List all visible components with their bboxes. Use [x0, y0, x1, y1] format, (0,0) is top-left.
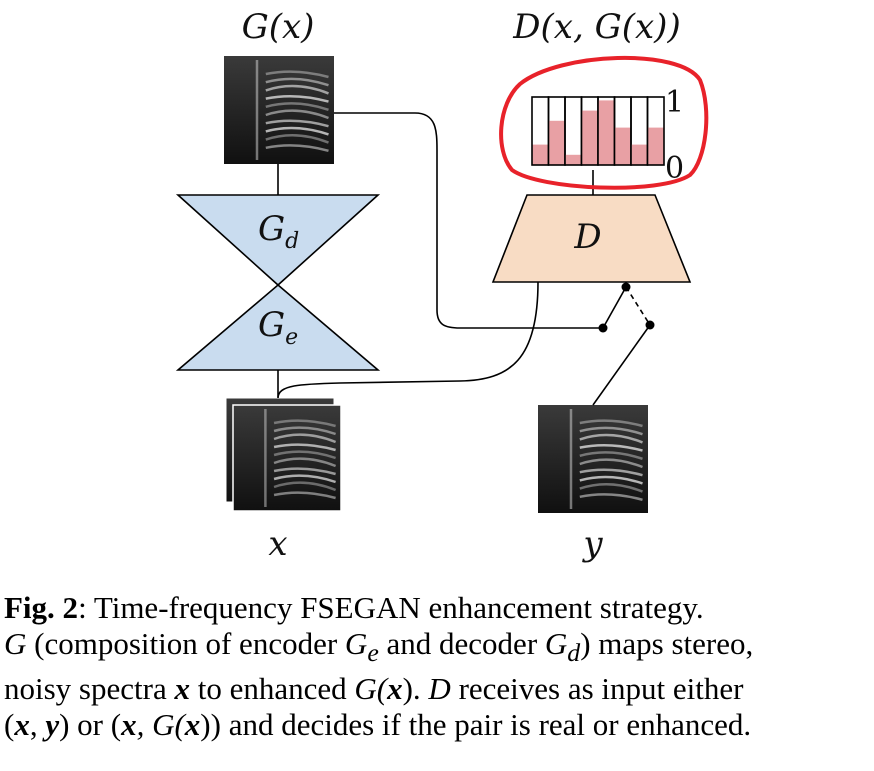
x-input-wire: [277, 281, 539, 399]
output-bar-frame: [646, 96, 665, 166]
caption-line-2: G (composition of encoder Ge and decoder…: [4, 626, 754, 668]
noisy-spectrograms: [225, 397, 342, 512]
fsegan-diagram: G(x) D(x, G(x)) Gd Ge x y D 1 0: [175, 7, 709, 564]
figure-caption: Fig. 2: Time-frequency FSEGAN enhancemen…: [0, 590, 874, 743]
g-output-wire: [334, 112, 603, 329]
caption-line-3: noisy spectra x to enhanced G(x). D rece…: [4, 671, 744, 707]
ge-label: Ge: [258, 305, 298, 350]
y-label: y: [581, 524, 603, 564]
clean-spectrogram: [538, 405, 648, 513]
caption-line-1: Fig. 2: Time-frequency FSEGAN enhancemen…: [4, 590, 704, 625]
output-bar-fill: [631, 144, 648, 165]
x-label: x: [268, 524, 287, 564]
switch-node-right: [645, 320, 655, 330]
switch-node-left: [598, 323, 608, 333]
g-output-label: G(x): [242, 7, 315, 47]
scale-top-label: 1: [665, 85, 684, 120]
output-bar-fill: [532, 144, 549, 165]
output-bar-fill: [647, 127, 664, 165]
output-bar-fill: [548, 120, 565, 165]
scale-bottom-label: 0: [665, 151, 684, 186]
output-bar-fill: [614, 127, 631, 165]
switch-node-top: [621, 282, 631, 292]
discriminator-output-bars: [531, 96, 665, 166]
caption-line-4: (x, y) or (x, G(x)) and decides if the p…: [4, 707, 752, 743]
d-output-label: D(x, G(x)): [512, 7, 680, 47]
switch-dashed: [625, 286, 651, 326]
d-label: D: [573, 217, 601, 257]
discriminator-d: [491, 194, 692, 283]
output-bar-fill: [581, 110, 598, 165]
highlight-loop: [499, 55, 709, 190]
gd-label: Gd: [258, 209, 299, 254]
switch-lever: [602, 286, 627, 329]
output-bar-fill: [598, 100, 615, 165]
decoder-gd: [175, 194, 381, 287]
output-bar-fill: [565, 154, 582, 165]
enhanced-spectrogram: [224, 56, 334, 164]
y-input-wire: [592, 324, 651, 406]
